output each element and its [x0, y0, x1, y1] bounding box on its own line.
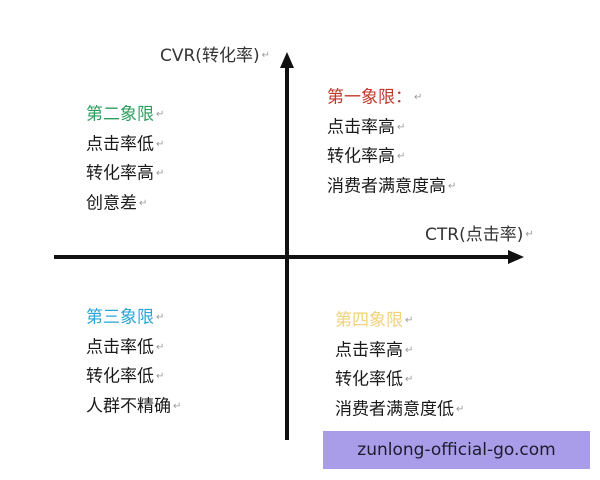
quadrant-4-line: 转化率低↵ — [335, 365, 464, 395]
paragraph-mark-icon: ↵ — [405, 315, 414, 326]
quadrant-1-line: 转化率高↵ — [327, 142, 456, 172]
quadrant-2-title: 第二象限↵ — [86, 100, 164, 130]
quadrant-2-line: 转化率高↵ — [86, 159, 164, 189]
quadrant-line-text: 点击率高 — [327, 117, 395, 137]
quadrant-1-title: 第一象限：↵ — [327, 83, 456, 113]
quadrant-3-title: 第三象限↵ — [86, 303, 181, 333]
quadrant-title-text: 第二象限 — [86, 104, 154, 125]
quadrant-4-line: 点击率高↵ — [335, 336, 464, 366]
paragraph-mark-icon: ↵ — [156, 341, 165, 353]
quadrant-line-text: 点击率低 — [86, 337, 154, 357]
y-axis-label-text: CVR(转化率) — [160, 46, 260, 66]
quadrant-3-line: 转化率低↵ — [86, 362, 181, 392]
paragraph-mark-icon: ↵ — [397, 151, 406, 162]
paragraph-mark-icon: ↵ — [456, 403, 465, 415]
paragraph-mark-icon: ↵ — [261, 50, 270, 61]
paragraph-mark-icon: ↵ — [156, 138, 165, 150]
quadrant-line-text: 消费者满意度高 — [327, 176, 446, 196]
quadrant-line-text: 创意差 — [86, 193, 137, 213]
paragraph-mark-icon: ↵ — [139, 197, 148, 209]
paragraph-mark-icon: ↵ — [405, 374, 414, 385]
quadrant-title-text: 第一象限： — [327, 87, 412, 108]
quadrant-2-line: 点击率低↵ — [86, 130, 164, 160]
quadrant-3-line: 点击率低↵ — [86, 333, 181, 363]
quadrant-title-text: 第四象限 — [335, 310, 403, 331]
watermark-text: zunlong-official-go.com — [357, 440, 556, 460]
paragraph-mark-icon: ↵ — [448, 180, 457, 192]
quadrant-line-text: 消费者满意度低 — [335, 399, 454, 419]
y-axis-arrowhead-icon — [280, 52, 294, 68]
paragraph-mark-icon: ↵ — [156, 109, 165, 120]
paragraph-mark-icon: ↵ — [525, 229, 534, 240]
quadrant-4: 第四象限↵ 点击率高↵ 转化率低↵ 消费者满意度低↵ — [335, 306, 464, 424]
quadrant-line-text: 转化率高 — [86, 163, 154, 184]
x-axis-label: CTR(点击率)↵ — [425, 225, 534, 245]
paragraph-mark-icon: ↵ — [414, 92, 423, 103]
paragraph-mark-icon: ↵ — [156, 168, 165, 179]
y-axis-label: CVR(转化率)↵ — [160, 46, 270, 66]
quadrant-2-line: 创意差↵ — [86, 189, 164, 219]
quadrant-3-line: 人群不精确↵ — [86, 392, 181, 422]
paragraph-mark-icon: ↵ — [173, 400, 182, 412]
quadrant-1-line: 点击率高↵ — [327, 113, 456, 143]
quadrant-title-text: 第三象限 — [86, 307, 154, 328]
quadrant-4-line: 消费者满意度低↵ — [335, 395, 464, 425]
paragraph-mark-icon: ↵ — [405, 344, 414, 356]
quadrant-4-title: 第四象限↵ — [335, 306, 464, 336]
x-axis-arrowhead-icon — [508, 250, 524, 264]
quadrant-line-text: 转化率高 — [327, 146, 395, 167]
x-axis-label-text: CTR(点击率) — [425, 225, 524, 245]
paragraph-mark-icon: ↵ — [156, 371, 165, 382]
quadrant-line-text: 转化率低 — [86, 366, 154, 387]
quadrant-line-text: 点击率高 — [335, 340, 403, 360]
watermark-banner: zunlong-official-go.com — [323, 431, 590, 469]
quadrant-1: 第一象限：↵ 点击率高↵ 转化率高↵ 消费者满意度高↵ — [327, 83, 456, 201]
quadrant-line-text: 点击率低 — [86, 134, 154, 154]
quadrant-2: 第二象限↵ 点击率低↵ 转化率高↵ 创意差↵ — [86, 100, 164, 218]
quadrant-3: 第三象限↵ 点击率低↵ 转化率低↵ 人群不精确↵ — [86, 303, 181, 421]
paragraph-mark-icon: ↵ — [156, 312, 165, 323]
quadrant-1-line: 消费者满意度高↵ — [327, 172, 456, 202]
quadrant-line-text: 转化率低 — [335, 369, 403, 390]
paragraph-mark-icon: ↵ — [397, 121, 406, 133]
quadrant-line-text: 人群不精确 — [86, 396, 171, 416]
